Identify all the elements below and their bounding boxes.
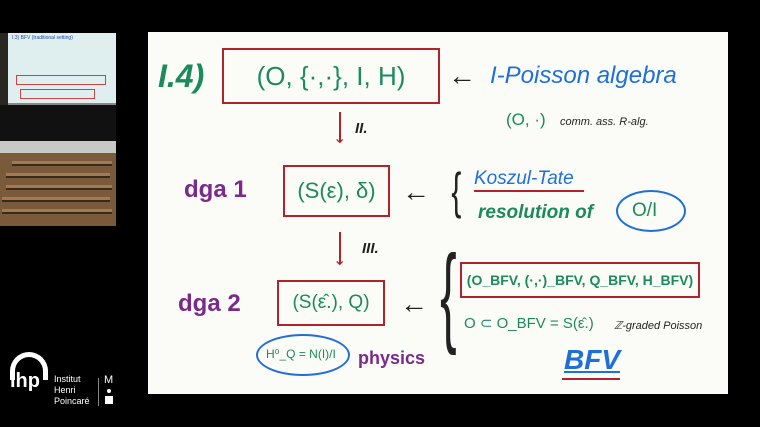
- logo-mark: M: [104, 374, 114, 386]
- poisson-tuple: (O, {·,·}, I, H): [256, 60, 406, 91]
- poisson-tuple-box: (O, {·,·}, I, H): [222, 48, 440, 104]
- down-arrow-icon: [339, 232, 341, 264]
- bfv-tuple-box: (O_BFV, (·,·)_BFV, Q_BFV, H_BFV): [460, 262, 700, 298]
- inclusion-text: O ⊂ O_BFV = S(ε̂.): [464, 315, 594, 332]
- koszul-tuple-box: (S(ε), δ): [283, 165, 390, 217]
- projected-slide: I.3) BFV (traditional setting): [8, 33, 116, 105]
- cohomology-formula: H⁰_Q = N(I)/I: [266, 347, 336, 361]
- thumbnail-slide-title: I.3) BFV (traditional setting): [12, 35, 73, 41]
- resolution-text: resolution of: [478, 202, 594, 223]
- bfv-tuple: (O_BFV, (·,·)_BFV, Q_BFV, H_BFV): [466, 272, 694, 288]
- brace-icon: {: [440, 233, 457, 356]
- comm-tuple: (O, ·): [506, 110, 546, 129]
- bfv-dga-tuple-box: (S(ε̂.), Q): [277, 280, 385, 326]
- brace-icon: {: [451, 163, 462, 219]
- bfv-title: BFV: [564, 344, 620, 375]
- quotient-text: O/I: [632, 200, 658, 221]
- ihp-logo: ihp Institut Henri Poincaré M: [8, 352, 123, 414]
- logo-line-3: Poincaré: [54, 396, 90, 406]
- section-label: I.4): [158, 58, 205, 94]
- logo-line-1: Institut: [54, 374, 81, 384]
- left-arrow-icon: ←: [400, 288, 428, 319]
- step-2-label: II.: [355, 120, 368, 137]
- bfv-dga-tuple: (S(ε̂.), Q): [292, 292, 370, 313]
- physics-label: physics: [358, 348, 426, 368]
- logo-line-2: Henri: [54, 385, 76, 395]
- poisson-algebra-title: I-Poisson algebra: [490, 62, 677, 89]
- dga1-label: dga 1: [184, 176, 247, 203]
- lecture-hall-video: I.3) BFV (traditional setting): [0, 33, 116, 226]
- comm-note: comm. ass. R-alg.: [560, 116, 649, 128]
- dga2-label: dga 2: [178, 290, 241, 317]
- koszul-tuple: (S(ε), δ): [297, 178, 376, 203]
- step-3-label: III.: [362, 240, 379, 257]
- koszul-tate-title: Koszul-Tate: [474, 168, 574, 189]
- left-arrow-icon: ←: [448, 60, 476, 91]
- graded-poisson-text: ℤ-graded Poisson: [614, 320, 703, 332]
- lecture-slide: I.4) (O, {·,·}, I, H) ← I-Poisson algebr…: [148, 32, 728, 394]
- down-arrow-icon: [339, 112, 341, 142]
- ihp-wordmark: ihp: [10, 370, 40, 392]
- left-arrow-icon: ←: [402, 176, 430, 207]
